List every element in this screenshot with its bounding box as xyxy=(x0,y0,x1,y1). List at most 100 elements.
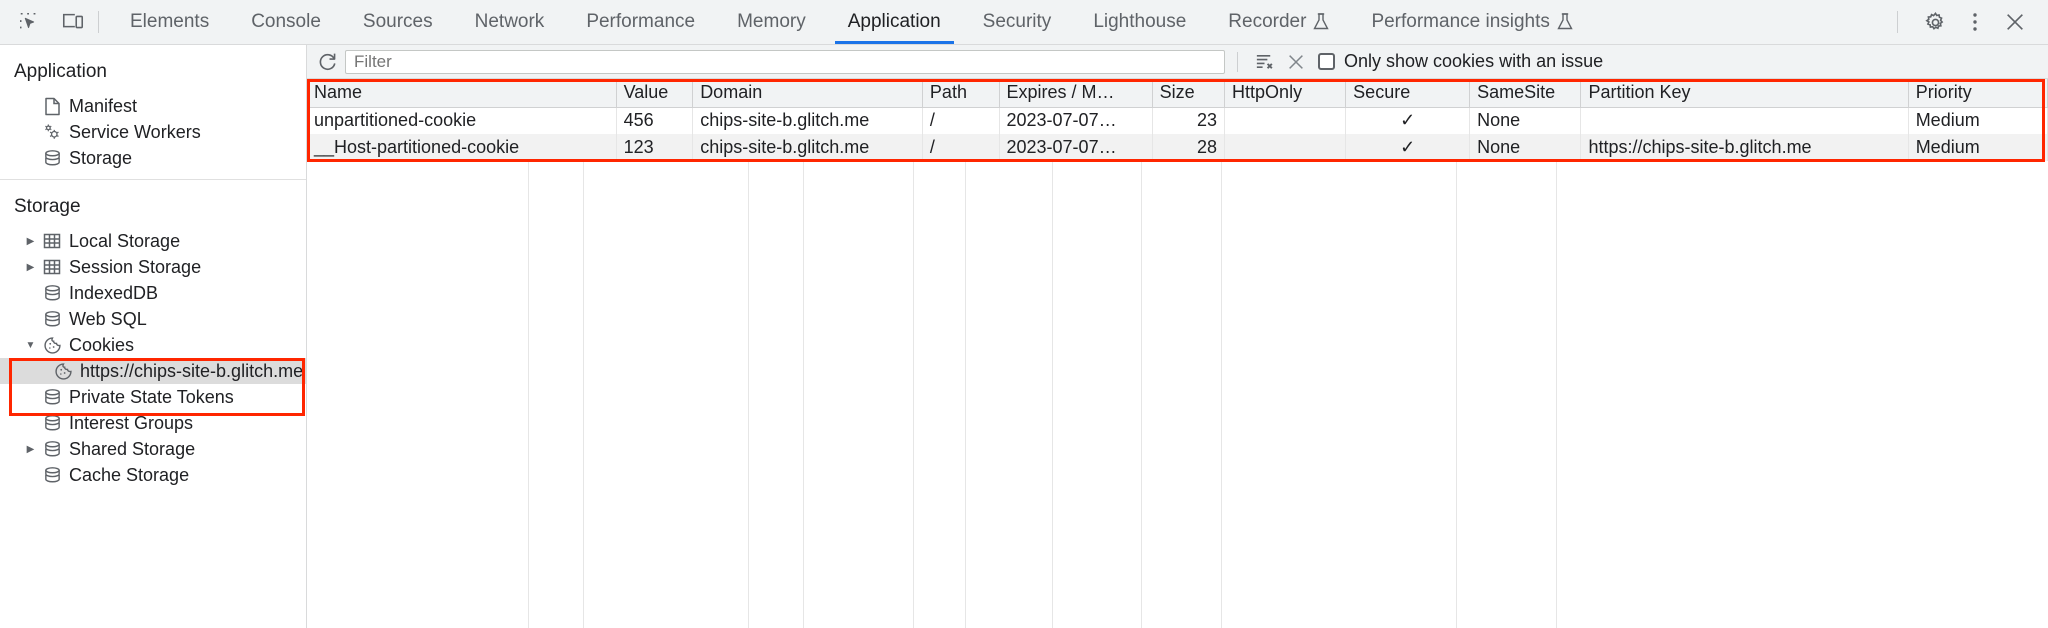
device-toolbar-icon[interactable] xyxy=(58,7,88,37)
table-row[interactable]: __Host-partitioned-cookie 123 chips-site… xyxy=(307,134,2048,161)
sidebar-item-manifest[interactable]: ▶ Manifest xyxy=(0,93,306,119)
filter-input[interactable] xyxy=(345,49,1225,74)
sidebar-item-label: Shared Storage xyxy=(69,438,196,459)
cell-path: / xyxy=(922,107,1000,134)
chevron-right-icon[interactable]: ▶ xyxy=(26,443,35,455)
column-header-size[interactable]: Size xyxy=(1152,79,1226,108)
cookie-icon xyxy=(50,362,76,381)
database-icon xyxy=(39,414,65,433)
sidebar-item-label: Interest Groups xyxy=(69,412,194,433)
column-header-partition-key[interactable]: Partition Key xyxy=(1580,79,1909,108)
sidebar-item-service-workers[interactable]: ▶ Service Workers xyxy=(0,119,306,145)
tabbar-divider xyxy=(98,11,99,33)
only-issues-checkbox-wrap[interactable]: Only show cookies with an issue xyxy=(1318,51,1603,72)
column-header-name[interactable]: Name xyxy=(307,79,617,108)
cell-size: 28 xyxy=(1152,134,1226,161)
column-header-expires[interactable]: Expires / M… xyxy=(999,79,1153,108)
sidebar-item-session-storage[interactable]: ▶ Session Storage xyxy=(0,254,306,280)
tab-console[interactable]: Console xyxy=(230,0,342,44)
tab-security[interactable]: Security xyxy=(962,0,1073,44)
table-grid-icon xyxy=(39,232,65,250)
inspect-element-icon[interactable] xyxy=(14,7,44,37)
clear-list-icon[interactable] xyxy=(1250,48,1278,76)
devtools-tabs: Elements Console Sources Network Perform… xyxy=(109,0,1594,44)
sidebar-item-label: https://chips-site-b.glitch.me xyxy=(80,360,304,381)
tab-recorder[interactable]: Recorder xyxy=(1207,0,1350,44)
tab-application[interactable]: Application xyxy=(827,0,962,44)
tab-label: Application xyxy=(847,11,941,32)
tab-elements[interactable]: Elements xyxy=(109,0,230,44)
chevron-right-icon[interactable]: ▶ xyxy=(26,235,35,247)
delete-x-icon[interactable] xyxy=(1282,48,1310,76)
close-devtools-icon[interactable] xyxy=(1998,5,2032,39)
sidebar-item-label: Web SQL xyxy=(69,308,147,329)
more-options-icon[interactable] xyxy=(1958,5,1992,39)
cell-name: unpartitioned-cookie xyxy=(307,107,617,134)
database-icon xyxy=(39,440,65,459)
sidebar-item-cookies[interactable]: ▼ Cookies xyxy=(0,332,306,358)
cookies-table-wrap: Name Value Domain Path Expires / M… Size… xyxy=(307,79,2048,628)
tab-network[interactable]: Network xyxy=(454,0,566,44)
sidebar-item-interest-groups[interactable]: ▶ Interest Groups xyxy=(0,410,306,436)
settings-gear-icon[interactable] xyxy=(1918,5,1952,39)
sidebar-item-web-sql[interactable]: ▶ Web SQL xyxy=(0,306,306,332)
twisty-placeholder: ▶ xyxy=(22,314,39,325)
column-header-secure[interactable]: Secure xyxy=(1345,79,1471,108)
column-header-value[interactable]: Value xyxy=(616,79,694,108)
table-grid-icon xyxy=(39,258,65,276)
tab-sources[interactable]: Sources xyxy=(342,0,454,44)
application-sidebar: Application ▶ Manifest ▶ S xyxy=(0,45,307,628)
tab-label: Sources xyxy=(362,11,433,32)
cookies-toolbar: Only show cookies with an issue xyxy=(307,45,2048,79)
twisty-placeholder: ▶ xyxy=(22,288,39,299)
column-header-domain[interactable]: Domain xyxy=(692,79,923,108)
database-icon xyxy=(39,284,65,303)
database-icon xyxy=(39,388,65,407)
database-icon xyxy=(39,149,65,168)
devtools-tab-bar: Elements Console Sources Network Perform… xyxy=(0,0,2048,45)
toolbar-divider xyxy=(1237,51,1238,72)
twisty-placeholder: ▶ xyxy=(22,470,39,481)
only-issues-checkbox[interactable] xyxy=(1318,53,1335,70)
sidebar-item-cache-storage[interactable]: ▶ Cache Storage xyxy=(0,462,306,488)
sidebar-item-label: Storage xyxy=(69,147,133,168)
cell-partition-key xyxy=(1580,107,1909,134)
twisty-placeholder: ▶ xyxy=(22,418,39,429)
sidebar-item-shared-storage[interactable]: ▶ Shared Storage xyxy=(0,436,306,462)
column-header-httponly[interactable]: HttpOnly xyxy=(1224,79,1347,108)
cell-name: __Host-partitioned-cookie xyxy=(307,134,617,161)
refresh-icon[interactable] xyxy=(313,48,341,76)
sidebar-item-label: Local Storage xyxy=(69,230,181,251)
tab-lighthouse[interactable]: Lighthouse xyxy=(1072,0,1207,44)
twisty-placeholder: ▶ xyxy=(22,127,39,138)
cell-value: 123 xyxy=(616,134,694,161)
sidebar-item-cookie-origin[interactable]: https://chips-site-b.glitch.me xyxy=(0,358,306,384)
cell-partition-key: https://chips-site-b.glitch.me xyxy=(1580,134,1909,161)
cell-priority: Medium xyxy=(1908,134,2048,161)
column-rule-filler xyxy=(307,162,2048,628)
tab-performance[interactable]: Performance xyxy=(565,0,716,44)
column-header-priority[interactable]: Priority xyxy=(1908,79,2048,108)
sidebar-item-private-state-tokens[interactable]: ▶ Private State Tokens xyxy=(0,384,306,410)
tab-label: Memory xyxy=(737,11,806,32)
sidebar-item-local-storage[interactable]: ▶ Local Storage xyxy=(0,228,306,254)
cell-samesite: None xyxy=(1469,134,1582,161)
tab-memory[interactable]: Memory xyxy=(716,0,827,44)
application-panel: Application ▶ Manifest ▶ S xyxy=(0,45,2048,628)
sidebar-item-indexeddb[interactable]: ▶ IndexedDB xyxy=(0,280,306,306)
cell-httponly xyxy=(1224,134,1347,161)
cell-domain: chips-site-b.glitch.me xyxy=(692,134,923,161)
chevron-right-icon[interactable]: ▶ xyxy=(26,261,35,273)
only-issues-label: Only show cookies with an issue xyxy=(1344,51,1604,71)
tab-label: Network xyxy=(474,11,545,32)
tab-performance-insights[interactable]: Performance insights xyxy=(1350,0,1593,44)
cookies-panel: Only show cookies with an issue xyxy=(307,45,2048,628)
table-row[interactable]: unpartitioned-cookie 456 chips-site-b.gl… xyxy=(307,107,2048,134)
sidebar-section-storage: Storage ▶ Local Storage ▶ Session Stora xyxy=(0,179,306,496)
column-header-samesite[interactable]: SameSite xyxy=(1469,79,1582,108)
sidebar-item-storage[interactable]: ▶ Storage xyxy=(0,145,306,171)
chevron-down-icon[interactable]: ▼ xyxy=(25,339,36,351)
column-header-path[interactable]: Path xyxy=(922,79,1000,108)
sidebar-item-label: IndexedDB xyxy=(69,282,159,303)
tab-label: Security xyxy=(982,11,1052,32)
